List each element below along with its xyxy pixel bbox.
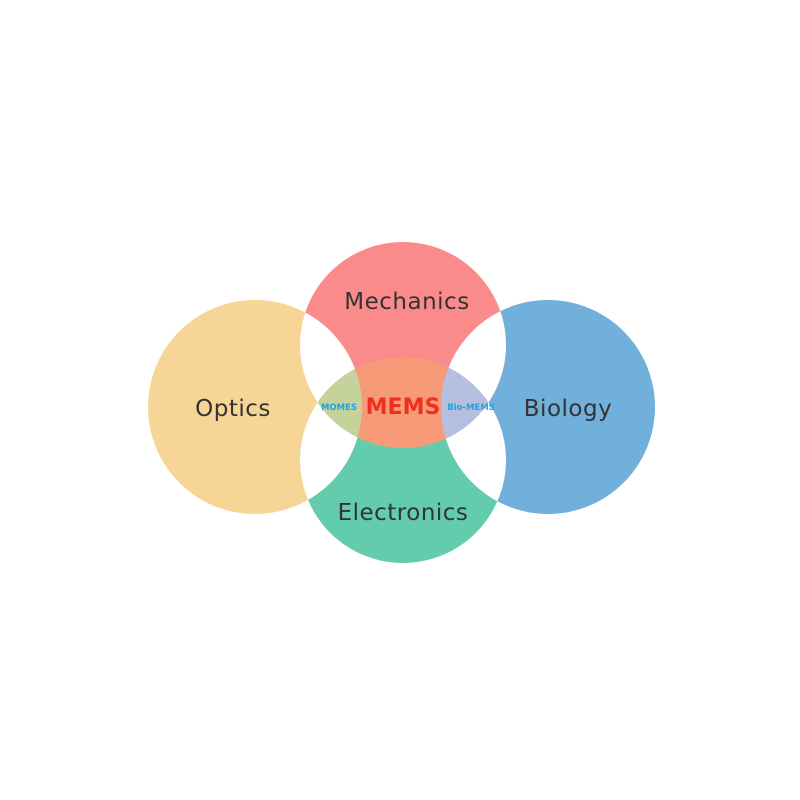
mechanics-label: Mechanics [344,289,469,315]
electronics-label: Electronics [338,500,469,526]
optics-label: Optics [195,396,271,422]
momes-label: MOMES [321,403,357,413]
mems-label: MEMS [366,395,441,420]
biology-label: Biology [524,396,612,422]
bio-mems-label: Bio-MEMS [447,403,495,413]
